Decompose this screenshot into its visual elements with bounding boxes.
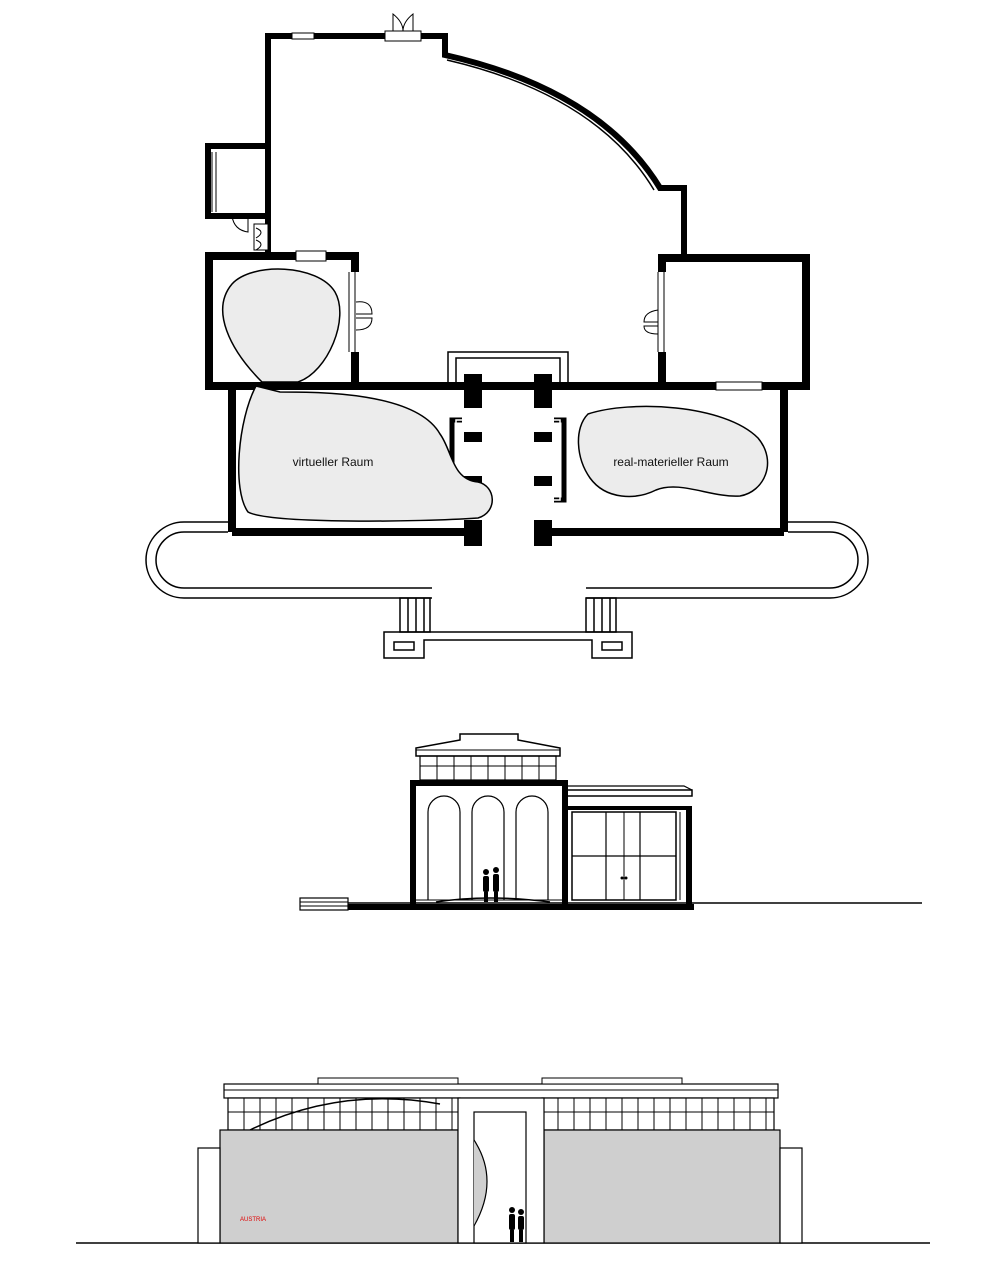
left-wall-block [219,1129,459,1244]
right-room [643,254,810,390]
right-wall-block [543,1129,781,1244]
virtual-space-blob [237,385,493,522]
real-space-label: real-materieller Raum [613,455,728,469]
floor-plan: virtueller Raum real-materieller Raum [145,12,869,659]
front-platform [383,597,633,659]
long-hall: virtueller Raum real-materieller Raum [228,374,788,546]
section-arches [427,795,549,900]
front-elevation: AUSTRIA [76,1077,930,1244]
real-space-blob [577,405,769,498]
left-room-blob [222,268,341,383]
virtual-space-label: virtueller Raum [293,455,374,469]
section-drawing [299,733,922,911]
wall-opening-top [291,32,315,40]
ramp-loop [145,521,869,599]
left-room [205,250,373,390]
elevation-figures [509,1207,524,1242]
main-hall-walls [265,33,687,258]
left-annex [205,143,271,251]
section-figures [483,867,499,902]
country-label: AUSTRIA [240,1217,266,1223]
top-door [384,12,422,42]
curved-wall-inner [446,59,655,191]
